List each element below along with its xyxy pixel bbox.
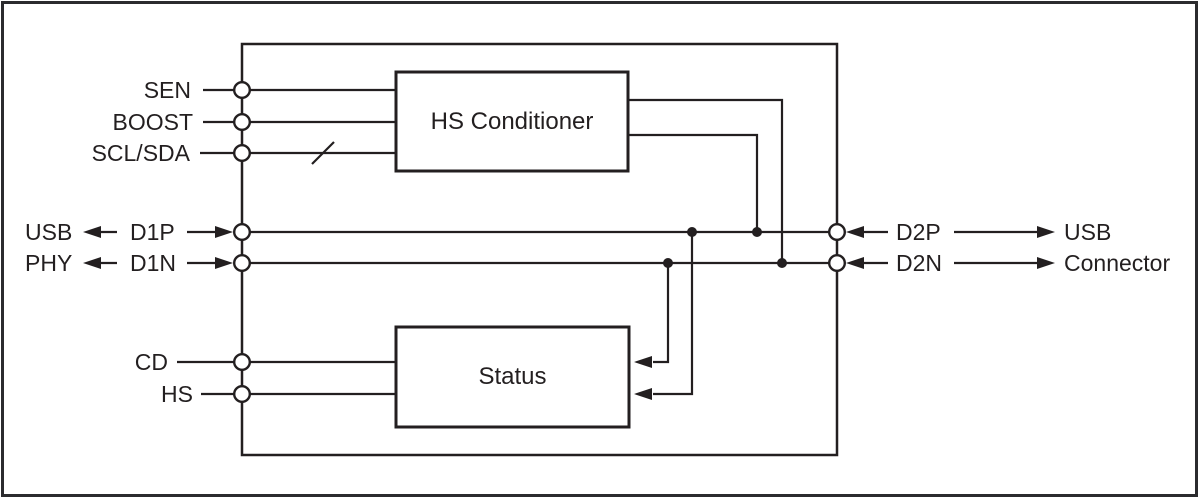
bus-slash-icon	[311, 141, 335, 165]
arrowhead-left-d1p-icon	[83, 226, 101, 238]
pin-sen	[232, 80, 251, 99]
arrowhead-left-d2p-icon	[846, 226, 864, 238]
pin-d1n	[232, 253, 251, 272]
pin-label-hs: HS	[161, 381, 193, 407]
pin-label-scl-sda: SCL/SDA	[91, 140, 190, 166]
pin-scl-sda	[232, 143, 251, 162]
junction-dot-d2p-status	[687, 227, 697, 237]
arrowhead-left-d1n-icon	[83, 257, 101, 269]
arrowhead-right-d1n-icon	[215, 257, 233, 269]
signal-label-d2p: D2P	[896, 219, 941, 245]
wire-hscond-to-d2n	[628, 98, 784, 263]
arrowhead-left-d2n-icon	[846, 257, 864, 269]
pin-d2p	[828, 222, 847, 241]
junction-dot-d2n-hscond	[777, 258, 787, 268]
pin-d1p	[232, 222, 251, 241]
wire-hscond-to-d2p	[628, 133, 759, 232]
status-block-label: Status	[478, 363, 547, 390]
arrowhead-status-lower-icon	[634, 388, 652, 400]
wire-d2p-to-status	[653, 232, 694, 396]
left-endpoint-label-usb: USB	[25, 219, 73, 245]
arrowhead-right-d1p-icon	[215, 226, 233, 238]
pin-label-boost: BOOST	[112, 109, 193, 135]
hs-conditioner-block	[394, 70, 630, 173]
wire-d2n-to-status	[653, 263, 670, 364]
signal-label-d1p: D1P	[130, 219, 175, 245]
right-endpoint-label-usb: USB	[1064, 219, 1112, 245]
pin-cd	[232, 353, 251, 372]
arrowhead-right-usb-icon	[1037, 226, 1055, 238]
hs-conditioner-block-label: HS Conditioner	[430, 107, 594, 135]
pin-label-sen: SEN	[143, 77, 191, 103]
device-boundary-box	[240, 42, 839, 457]
pin-boost	[232, 112, 251, 131]
pin-hs	[232, 385, 251, 404]
status-block	[394, 325, 631, 429]
left-endpoint-label-phy: PHY	[25, 250, 73, 276]
junction-dot-d2n-status	[663, 258, 673, 268]
pin-d2n	[828, 253, 847, 272]
junction-dot-d2p-hscond	[752, 227, 762, 237]
signal-label-d1n: D1N	[130, 250, 177, 276]
pin-label-cd: CD	[134, 349, 168, 375]
arrowhead-right-connector-icon	[1037, 257, 1055, 269]
right-endpoint-label-connector: Connector	[1064, 250, 1171, 276]
arrowhead-status-upper-icon	[634, 356, 652, 368]
signal-label-d2n: D2N	[896, 250, 943, 276]
